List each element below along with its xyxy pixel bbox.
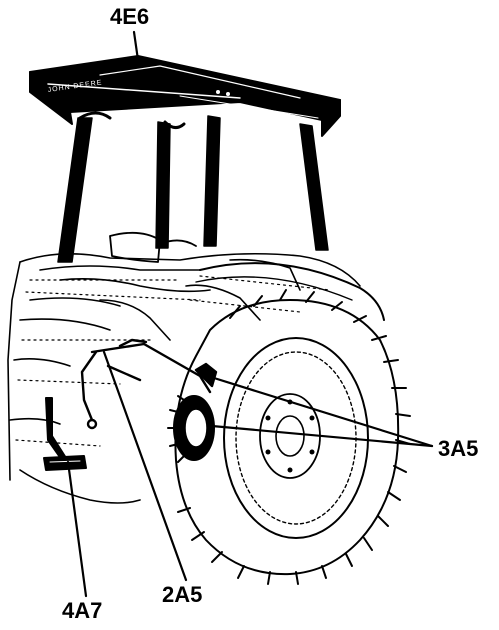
callout-brake-linkage: 2A5 [162,582,203,607]
brake-pedal [43,397,87,471]
brake-disc [167,395,215,463]
leader-lines [66,30,434,598]
rops-frame [57,111,329,263]
canopy-roof: JOHN DEERE [29,55,341,137]
tractor-body [7,231,385,504]
callout-brake-assembly: 3A5 [438,436,479,461]
callout-brake-pedal: 4A7 [62,598,103,623]
brake-linkage [80,338,218,430]
callout-canopy: 4E6 [110,4,150,29]
